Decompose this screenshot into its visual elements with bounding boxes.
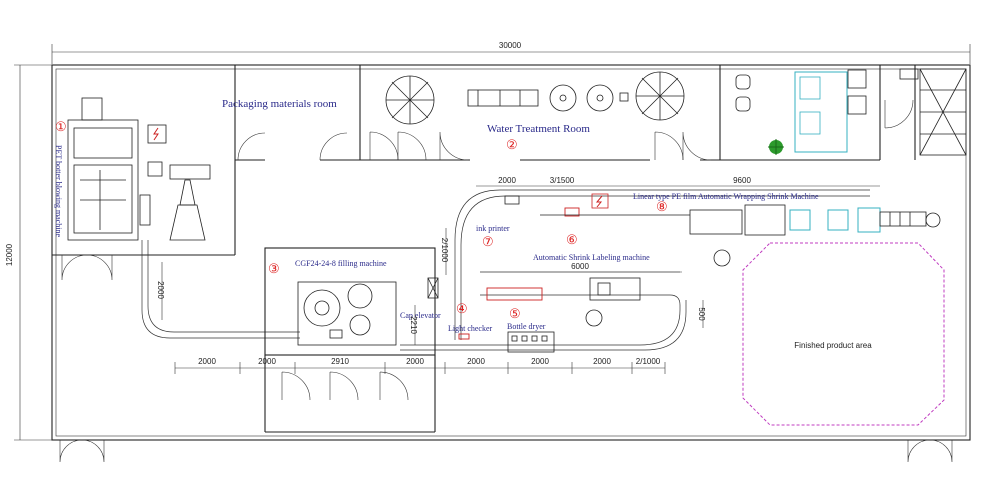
light-checker xyxy=(458,333,470,340)
dim-2000-b: 2000 xyxy=(258,357,276,366)
wrapping-shrink-machine xyxy=(540,204,941,267)
light-number: ④ xyxy=(456,301,468,316)
electric-hazard-icon-1 xyxy=(153,127,159,141)
dim-2000-d: 2000 xyxy=(467,357,485,366)
water-room-walls xyxy=(360,65,721,161)
blowing-room-doors xyxy=(61,254,113,281)
overall-dimension-lines xyxy=(14,44,971,441)
dim-2-1000-left: 2/1000 xyxy=(440,238,449,263)
water-treatment-equipment xyxy=(385,71,685,125)
dryer-label: Bottle dryer xyxy=(507,322,546,331)
bottle-conveyor xyxy=(141,189,870,351)
electric-hazard-icon-2 xyxy=(591,193,609,209)
filling-machine xyxy=(264,247,439,356)
dim-2210: 2210 xyxy=(409,316,418,334)
dim-6000: 6000 xyxy=(571,262,589,271)
bottom-rooms xyxy=(59,355,953,463)
wrap-label: Linear type PE film Automatic Wrapping S… xyxy=(633,192,819,201)
total-width-label: 30000 xyxy=(499,41,522,50)
office-rooms xyxy=(720,65,967,161)
finished-area-label: Finished product area xyxy=(794,341,872,350)
dim-9600: 9600 xyxy=(733,176,751,185)
bottom-dimension-lines xyxy=(161,185,880,374)
dim-2000-top: 2000 xyxy=(498,176,516,185)
dim-2000-f: 2000 xyxy=(593,357,611,366)
total-height-label: 12000 xyxy=(5,243,14,266)
blowing-room-walls xyxy=(52,65,361,256)
outer-walls xyxy=(51,64,971,441)
light-label: Light checker xyxy=(448,324,493,333)
dim-500: 500 xyxy=(697,307,706,321)
dim-3-1500: 3/1500 xyxy=(550,176,575,185)
filling-number: ③ xyxy=(268,261,280,276)
dim-2000-e: 2000 xyxy=(531,357,549,366)
cap-elevator-label: Cap elevator xyxy=(400,311,441,320)
dim-2000-c: 2000 xyxy=(406,357,424,366)
labeling-label: Automatic Shrink Labeling machine xyxy=(533,253,650,262)
wrap-number: ⑧ xyxy=(656,199,668,214)
filling-label: CGF24-24-8 filling machine xyxy=(295,259,387,268)
water-number: ② xyxy=(506,137,518,152)
blowing-machine xyxy=(67,97,211,241)
packaging-room-label: Packaging materials room xyxy=(222,98,337,110)
labeling-number: ⑥ xyxy=(566,232,578,247)
dim-2-1000-bottom: 2/1000 xyxy=(636,357,661,366)
dim-2000-a: 2000 xyxy=(198,357,216,366)
water-room-label: Water Treatment Room xyxy=(487,123,590,135)
dim-2910: 2910 xyxy=(331,357,349,366)
dryer-number: ⑤ xyxy=(509,306,521,321)
bottle-dryer xyxy=(507,331,555,353)
printer-number: ⑦ xyxy=(482,234,494,249)
printer-label: ink printer xyxy=(476,224,510,233)
blower-number: ① xyxy=(55,119,67,134)
ink-printer xyxy=(504,195,520,205)
plant-icon xyxy=(768,139,784,155)
finished-product-area xyxy=(742,242,945,426)
blower-label: PET botter blowing machine xyxy=(54,145,63,238)
dim-2000-vertical: 2000 xyxy=(156,281,165,299)
